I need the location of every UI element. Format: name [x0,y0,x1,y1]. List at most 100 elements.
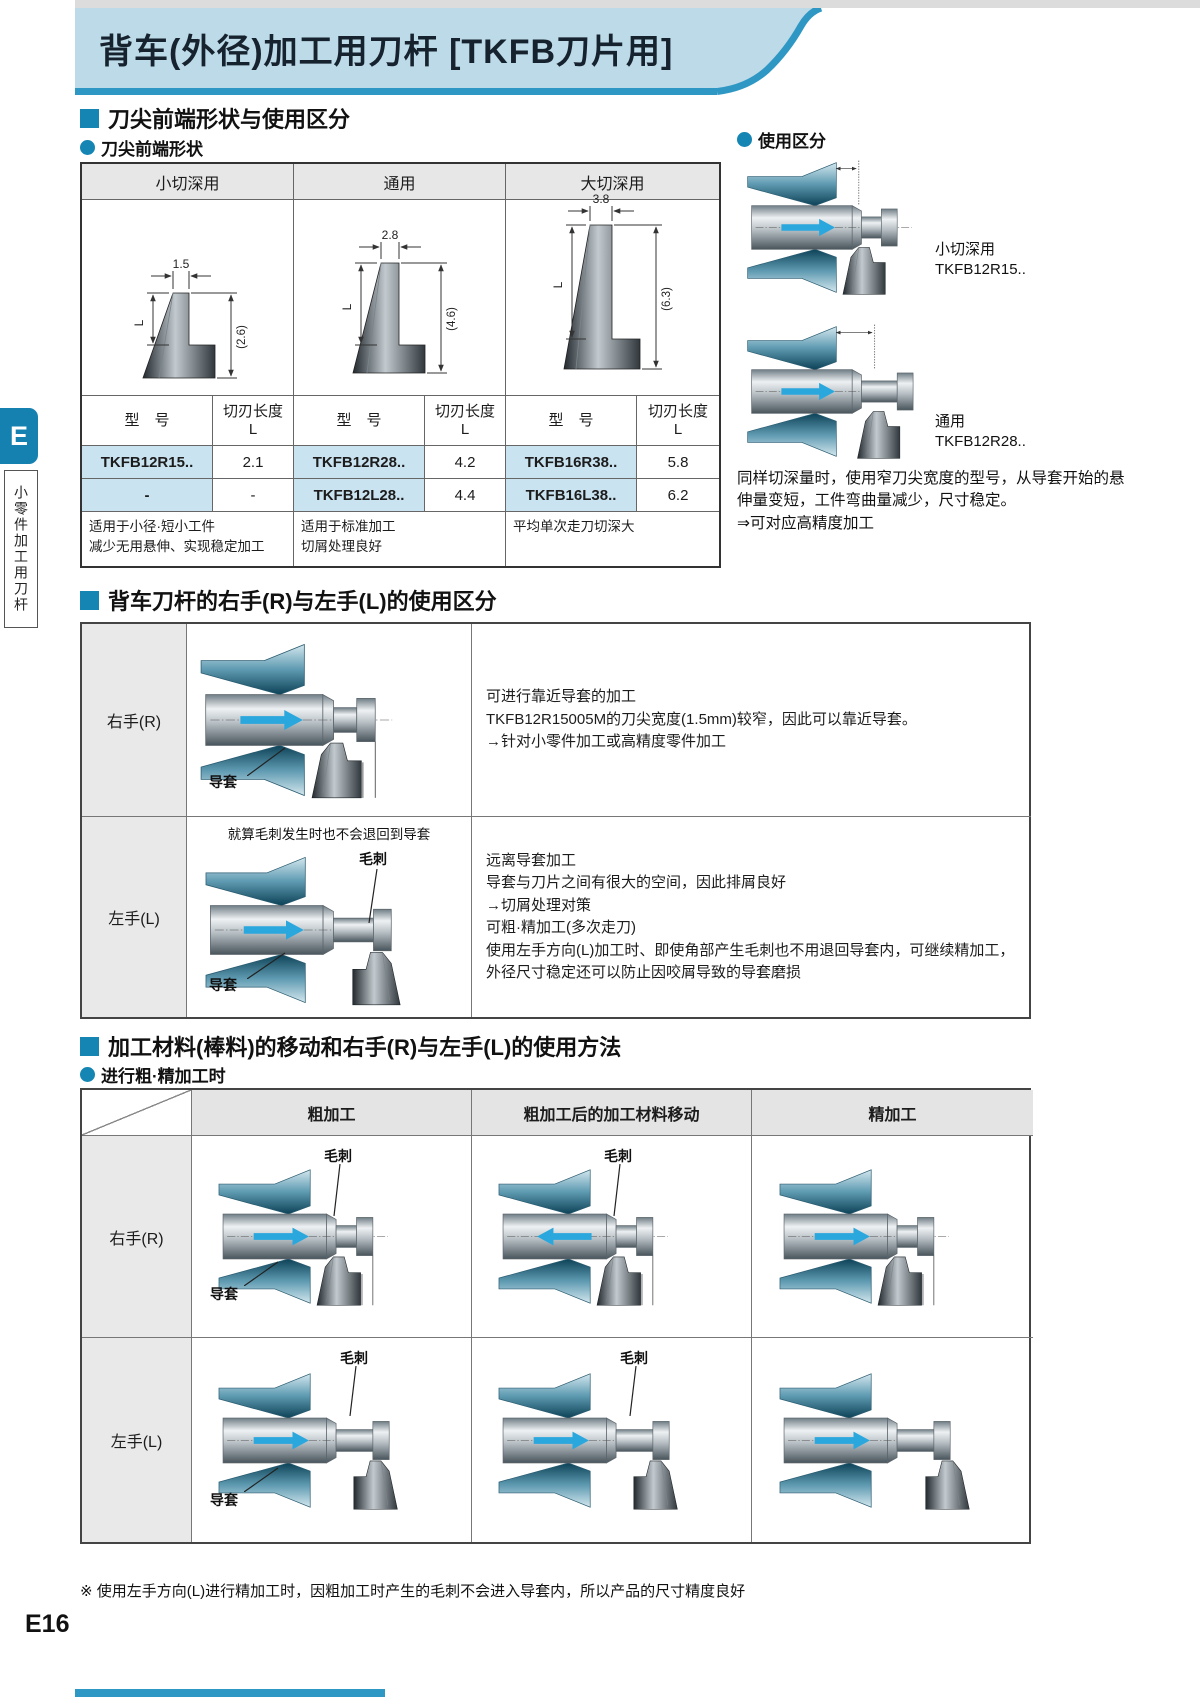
model-cell: TKFB16L38.. [506,479,637,512]
model-cell: - [82,479,213,512]
banner-swoosh-shape [717,8,823,95]
left-hand-text: 远离导套加工 导套与刀片之间有很大的空间，因此排屑良好 →切屑处理对策 可粗·精… [486,851,1015,982]
burr-label: 毛刺 [340,1350,368,1366]
right-hand-text: 可进行靠近导套的加工 TKFB12R15005M的刀尖宽度(1.5mm)较窄，因… [472,624,1031,817]
svg-text:L: L [340,303,354,310]
usage-text: 同样切深量时，使用窄刀尖宽度的型号，从导套开始的悬伸量变短，工件弯曲量减少，尺寸… [737,470,1125,510]
page-number: E16 [25,1610,70,1638]
length-header: 切刃长度 L [425,396,506,446]
page-banner: 背车(外径)加工用刀杆 [TKFB刀片用] [75,8,717,95]
column-header-finish: 精加工 [752,1090,1033,1136]
tip-profile-drawing-small: 1.5 L (2.6) [82,200,294,396]
guide-bush-label: 导套 [209,774,237,790]
diagram-right-finish [752,1136,1033,1338]
usage-note: 适用于小径·短小工件 减少无用悬伸、实现稳定加工 [82,512,294,566]
model-header: 型 号 [82,396,213,446]
diagram-left-move: 毛刺 [472,1338,752,1542]
material-move-table: 粗加工 粗加工后的加工材料移动 精加工 右手(R) 毛刺 导套 毛刺 [80,1088,1033,1544]
burr-label: 毛刺 [359,851,387,867]
tip-profile-drawing-large: 3.8 L (6.3) [506,193,719,396]
circle-bullet-icon [737,132,752,147]
page-title: 背车(外径)加工用刀杆 [TKFB刀片用] [99,32,674,71]
diagram-left-finish [752,1338,1033,1542]
length-cell: 5.8 [637,446,719,479]
tip-profile-drawing-general: 2.8 L (4.6) [294,200,506,396]
section2-heading: 背车刀杆的右手(R)与左手(L)的使用区分 [80,584,497,616]
usage-diagram-general [745,322,970,466]
section1-title: 刀尖前端形状与使用区分 [108,107,351,132]
footnote: ※ 使用左手方向(L)进行精加工时，因粗加工时产生的毛刺不会进入导套内，所以产品… [80,1583,746,1600]
tip-shape-table: 小切深用 通用 大切深用 1.5 L (2.6) [80,162,721,568]
tip-shape-subtitle: 刀尖前端形状 [101,140,203,159]
svg-text:3.8: 3.8 [592,193,609,206]
svg-text:L: L [132,319,146,326]
square-bullet-icon [80,108,99,128]
length-cell: 4.2 [425,446,506,479]
section2-title: 背车刀杆的右手(R)与左手(L)的使用区分 [108,589,497,614]
column-header: 小切深用 [82,164,294,200]
svg-text:(2.6): (2.6) [236,325,248,349]
diagram-left-rough: 毛刺 导套 [192,1338,472,1542]
guide-bush-label: 导套 [209,977,237,993]
length-cell: 4.4 [425,479,506,512]
model-cell: TKFB12R15.. [82,446,213,479]
usage-note: 适用于标准加工 切屑处理良好 [294,512,506,566]
row-label-right-hand: 右手(R) [82,1136,192,1338]
circle-bullet-icon [80,140,95,155]
sidebar-category-label: 小零件加工用刀杆 [4,470,38,628]
circle-bullet-icon [80,1067,95,1082]
rl-usage-table: 右手(R) 导套 可进行靠近导套的加工 TKFB12R15005M的刀尖宽度(1… [80,622,1031,1019]
svg-text:1.5: 1.5 [172,257,189,271]
square-bullet-icon [80,1036,99,1056]
model-cell: TKFB12R28.. [294,446,425,479]
guide-bush-label: 导套 [210,1492,238,1508]
page-edge-strip [75,0,1200,8]
svg-text:L: L [551,281,565,288]
corner-cell [82,1090,192,1136]
row-label-left-hand: 左手(L) [82,1338,192,1542]
square-bullet-icon [80,590,99,610]
column-header: 大切深用 [506,164,719,200]
model-cell: TKFB12L28.. [294,479,425,512]
length-header: 切刃长度 L [213,396,294,446]
burr-label: 毛刺 [620,1350,648,1366]
guide-bush-label: 导套 [210,1286,238,1302]
usage-diagram1-label: 小切深用 TKFB12R15.. [935,241,1026,279]
svg-text:(4.6): (4.6) [446,307,458,331]
svg-text:2.8: 2.8 [381,228,398,242]
diagram-right-move: 毛刺 [472,1136,752,1338]
tip-shape-subheading: 刀尖前端形状 [80,135,203,160]
column-header-rough: 粗加工 [192,1090,472,1136]
footer-accent-bar [75,1689,385,1697]
burr-label: 毛刺 [324,1148,352,1164]
svg-text:(6.3): (6.3) [661,287,673,311]
usage-note: 平均单次走刀切深大 [513,519,635,534]
usage-subheading: 使用区分 [737,127,826,152]
section3-heading: 加工材料(棒料)的移动和右手(R)与左手(L)的使用方法 [80,1030,621,1062]
usage-diagram-small-depth [745,158,970,302]
column-header-move: 粗加工后的加工材料移动 [472,1090,752,1136]
sidebar-tab-letter: E [0,408,38,464]
section3-title: 加工材料(棒料)的移动和右手(R)与左手(L)的使用方法 [108,1035,622,1060]
left-hand-caption: 就算毛刺发生时也不会退回到导套 [227,827,431,842]
section1-heading: 刀尖前端形状与使用区分 [80,102,350,134]
model-cell: TKFB16R38.. [506,446,637,479]
row-label-right-hand: 右手(R) [82,624,187,817]
usage-description: 同样切深量时，使用窄刀尖宽度的型号，从导套开始的悬伸量变短，工件弯曲量减少，尺寸… [737,468,1135,535]
usage-diagram2-label: 通用 TKFB12R28.. [935,413,1026,451]
rough-finish-subheading: 进行粗·精加工时 [80,1062,226,1087]
usage-result: ⇒可对应高精度加工 [737,514,874,532]
left-hand-diagram: 就算毛刺发生时也不会退回到导套 毛刺 导套 [187,817,472,1017]
column-header: 通用 [294,164,506,200]
model-header: 型 号 [294,396,425,446]
length-header: 切刃长度 L [637,396,719,446]
right-hand-diagram: 导套 [187,624,472,817]
usage-subtitle: 使用区分 [758,132,826,151]
length-cell: 6.2 [637,479,719,512]
model-header: 型 号 [506,396,637,446]
row-label-left-hand: 左手(L) [82,817,187,1017]
diagram-right-rough: 毛刺 导套 [192,1136,472,1338]
length-cell: 2.1 [213,446,294,479]
rough-finish-subtitle: 进行粗·精加工时 [101,1067,226,1086]
